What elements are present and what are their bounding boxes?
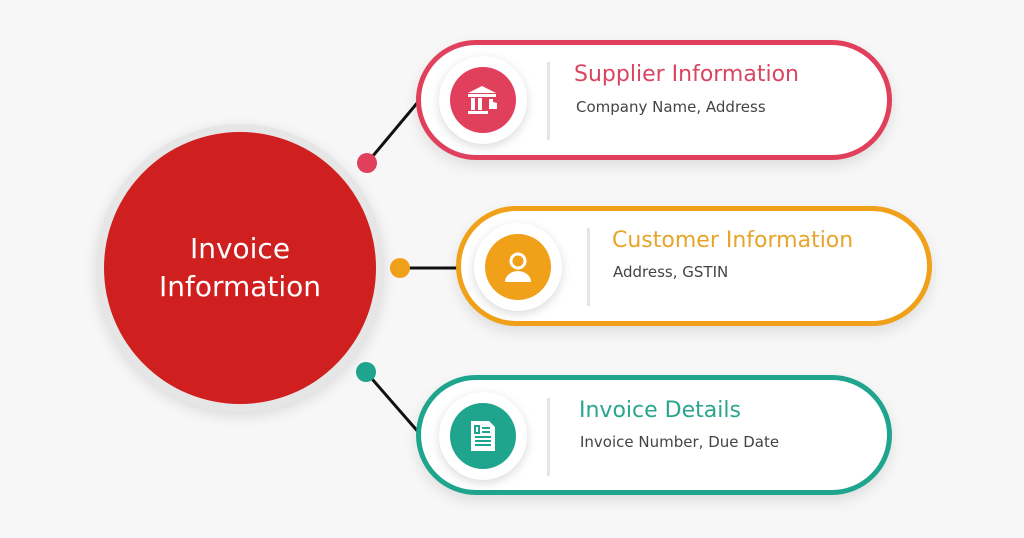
connector-dot-supplier [357, 153, 377, 173]
hub-invoice-information: Invoice Information [104, 132, 376, 404]
user-icon [485, 234, 551, 300]
invoice-details-icon-halo [439, 392, 527, 480]
bank-building-hand-icon [450, 67, 516, 133]
supplier-icon-halo [439, 56, 527, 144]
invoice-details-title: Invoice Details [579, 398, 741, 423]
hub-title-line2: Information [158, 270, 322, 303]
supplier-title: Supplier Information [574, 62, 799, 87]
customer-icon-halo [474, 223, 562, 311]
invoice-details-subtitle: Invoice Number, Due Date [580, 433, 780, 451]
connector-invoice-details [364, 371, 422, 435]
connector-supplier [365, 101, 420, 164]
connector-dot-invoice-details [356, 362, 376, 382]
supplier-subtitle: Company Name, Address [576, 98, 766, 116]
supplier-divider [547, 62, 550, 140]
connector-dot-customer [390, 258, 410, 278]
invoice-details-divider [547, 398, 550, 476]
document-icon [450, 403, 516, 469]
customer-divider [587, 228, 590, 306]
customer-title: Customer Information [612, 228, 854, 253]
customer-subtitle: Address, GSTIN [613, 263, 729, 281]
hub-title-line1: Invoice [189, 232, 291, 265]
